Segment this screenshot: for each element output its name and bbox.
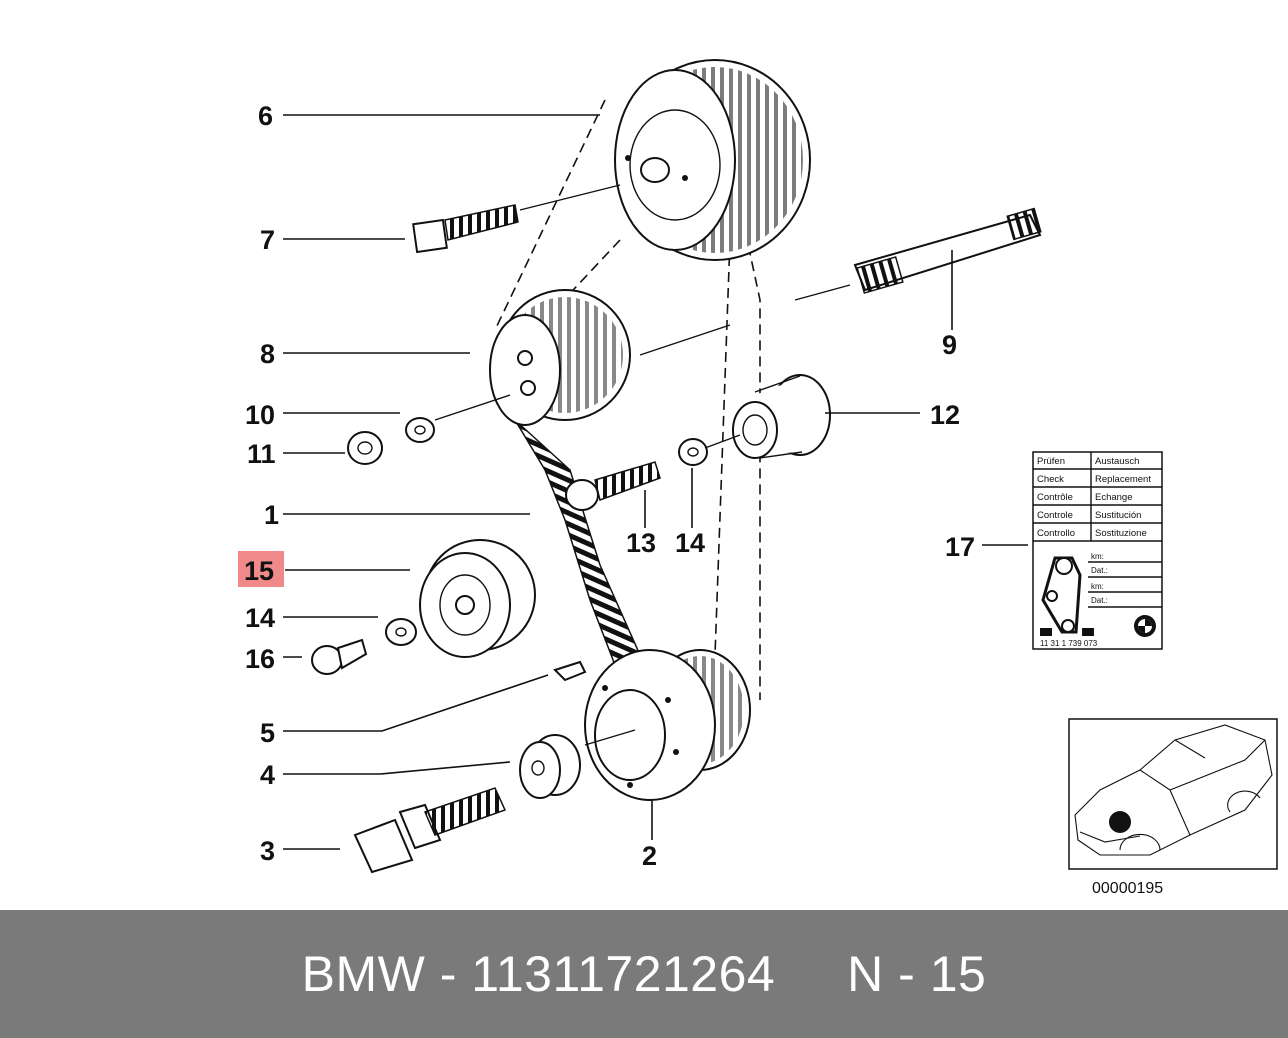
callout-11[interactable]: 11 [247,439,276,469]
callout-15[interactable]: 15 [244,556,274,586]
sprocket-bolt [412,184,621,254]
crankshaft-sprocket [584,649,751,801]
card-row-2-left: Contrôle [1037,492,1073,503]
car-thumbnail [1068,718,1278,870]
stud-bolt [794,207,1042,301]
callout-10[interactable]: 10 [245,400,275,430]
callout-12[interactable]: 12 [930,400,960,430]
callout-14-lower[interactable]: 14 [245,603,275,633]
card-field-date-2: Dat.: [1091,596,1108,605]
callout-14-upper[interactable]: 14 [675,528,705,558]
card-row-0-left: Prüfen [1037,456,1065,467]
callout-2[interactable]: 2 [642,841,657,871]
callout-labels: 6 7 8 9 10 11 12 1 13 14 17 15 14 16 5 4… [244,101,975,871]
callout-13[interactable]: 13 [626,528,656,558]
idler-pulley [419,539,536,658]
washer [405,417,435,443]
card-row-4-right: Sostituzione [1095,528,1147,539]
callout-17[interactable]: 17 [945,532,975,562]
callout-16[interactable]: 16 [245,644,275,674]
woodruff-key [553,660,587,682]
pulley-bolt [311,638,368,675]
hex-nut [347,394,511,465]
tensioner-bolt [565,461,661,511]
card-part-number: 11 31 1 739 073 [1040,639,1098,648]
callout-5[interactable]: 5 [260,718,275,748]
service-label-card: Prüfen Austausch Check Replacement Contr… [1032,451,1163,650]
mini-belt-icon [1040,556,1094,636]
callout-3[interactable]: 3 [260,836,275,866]
card-row-1-left: Check [1037,474,1064,485]
part-number-caption: BMW - 11311721264 N - 15 [301,946,987,1002]
card-row-2-right: Echange [1095,492,1133,503]
callout-8[interactable]: 8 [260,339,275,369]
washer [678,434,741,466]
washer [385,618,417,646]
card-row-1-right: Replacement [1095,474,1151,485]
tensioner-sprocket [489,289,731,426]
card-field-km-2: km: [1091,582,1104,591]
card-row-3-right: Sustitución [1095,510,1141,521]
callout-9[interactable]: 9 [942,330,957,360]
card-row-3-left: Controle [1037,510,1073,521]
footer-bar: BMW - 11311721264 N - 15 [0,910,1288,1038]
card-field-date-1: Dat.: [1091,566,1108,575]
card-row-4-left: Controllo [1037,528,1075,539]
spacer-sleeve [732,374,831,459]
camshaft-sprocket [614,59,811,261]
callout-1[interactable]: 1 [264,500,279,530]
car-outline-icon [1074,724,1273,856]
highlight-box [238,551,284,587]
callout-4[interactable]: 4 [260,760,275,790]
callout-7[interactable]: 7 [260,225,275,255]
hub-washer [519,734,581,799]
callout-6[interactable]: 6 [258,101,273,131]
card-field-km-1: km: [1091,552,1104,561]
reference-code: 00000195 [1092,880,1163,897]
card-row-0-right: Austausch [1095,456,1139,467]
leader-lines [283,114,1028,850]
parts-diagram: 6 7 8 9 10 11 12 1 13 14 17 15 14 16 5 4… [238,59,1278,897]
engine-location-marker [1109,811,1131,833]
bmw-logo-icon [1134,615,1156,637]
central-bolt [353,787,507,874]
